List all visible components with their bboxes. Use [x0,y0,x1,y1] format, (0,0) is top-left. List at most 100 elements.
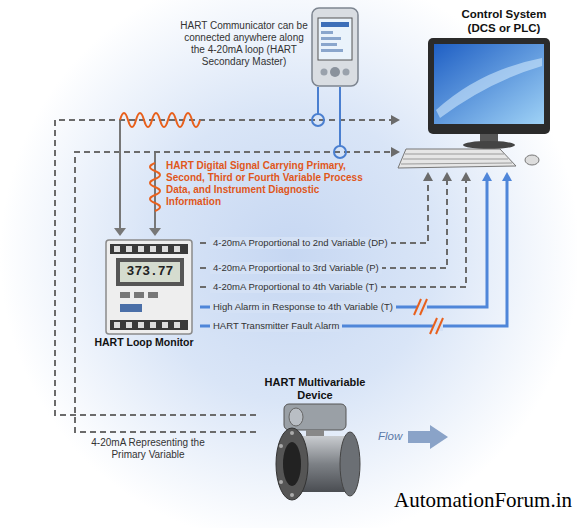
loop-monitor-illustration-part [138,322,144,328]
flow-arrow [408,425,448,449]
flow-label: Flow [378,430,408,444]
flowmeter-illustration-part [279,444,283,448]
node-label: HART Communicator can be connected anywh… [178,20,310,68]
loop-monitor-illustration [106,240,192,334]
signal-label: High Alarm in Response to 4th Variable (… [210,301,396,312]
computer-illustration [398,38,550,168]
signal-connector [55,115,400,415]
flowmeter-illustration [276,404,360,500]
signal-label: HART Transmitter Fault Alarm [210,320,342,331]
loop-monitor-illustration-part [110,244,188,254]
loop-monitor-illustration-part [150,322,156,328]
flowmeter-illustration-part [340,432,360,496]
connector-line [200,181,507,326]
connector-line [200,181,466,287]
flowmeter-illustration-part [290,431,294,435]
communicator-tap-part [339,87,341,146]
control-system: Control System (DCS or PLC) [400,4,560,172]
arrow-head [461,172,471,181]
signal-note: HART Digital Signal Carrying Primary, Se… [166,160,366,208]
flowmeter-illustration-part [284,404,346,430]
computer-illustration-part [434,44,544,124]
arrow-head [391,115,400,125]
pda-illustration-part [343,69,350,76]
signal-label: 4-20mA Proportional to 3rd Variable (P) [210,262,382,273]
pda-illustration-part [321,37,341,40]
connector-line [75,152,391,432]
break-slash-part [436,318,443,334]
loop-monitor-illustration-part [120,292,130,298]
break-slash-part [420,299,427,315]
multivariable-device: HART Multivariable Device [256,374,374,500]
pda-illustration-part [321,49,343,52]
loop-monitor-illustration-part [174,246,180,252]
pda-illustration-part [321,31,333,34]
flowmeter-illustration-part [283,442,301,486]
loop-monitor-illustration-part [116,258,184,286]
signal-connector [75,147,400,432]
arrow-head [391,147,400,157]
pda-illustration-part [321,22,349,27]
signal-connector [200,172,512,326]
flowmeter-illustration-part [276,428,308,500]
pda-illustration [312,8,358,86]
communicator-tap-part [317,87,319,114]
arrow-head [482,172,492,181]
watermark: AutomationForum.in [362,488,572,513]
loop-monitor: HART Loop Monitor [88,236,200,354]
pda-illustration-part [330,67,340,77]
tap-arrow [114,121,161,236]
break-slash-part [430,318,437,334]
arrow-head [502,172,512,181]
hart-wave [150,163,160,211]
computer-illustration-part [405,154,504,155]
flowmeter-illustration-part [290,493,294,497]
arrow-head [442,172,452,181]
loop-monitor-illustration-part [114,322,120,328]
loop-monitor-illustration-part [162,322,168,328]
computer-illustration-part [436,58,542,118]
computer-illustration-part [463,141,515,149]
connector-line [55,120,391,415]
communicator-tap [312,87,346,158]
pda-illustration-part [321,69,328,76]
communicator-tap-part [334,146,346,158]
signal-label: 4-20mA Proportional to 4th Variable (T) [210,281,381,292]
loop-monitor-illustration-part [134,292,144,298]
tap-arrow-part [149,228,161,236]
node-label: Control System (DCS or PLC) [448,8,560,36]
computer-illustration-part [428,38,550,134]
flowmeter-illustration-part [279,480,283,484]
break-slash [414,299,443,334]
tap-arrow-part [114,228,126,236]
computer-illustration-part [401,163,512,164]
computer-illustration-part [398,149,516,168]
pda-illustration-part [318,18,352,60]
loop-label: 4-20mA Representing the Primary Variable [82,437,214,461]
loop-monitor-illustration-part [120,262,180,282]
display-reading: 373.77 [120,264,180,280]
signal-label: 4-20mA Proportional to 2nd Variable (DP) [210,237,391,248]
loop-monitor-illustration-part [120,304,142,312]
loop-monitor-illustration-part [114,246,120,252]
node-label: HART Loop Monitor [88,336,200,349]
loop-monitor-illustration-part [148,292,158,298]
flowmeter-illustration-part [289,408,303,426]
loop-monitor-illustration-part [174,322,180,328]
communicator-tap-part [312,114,324,126]
loop-monitor-illustration-part [126,322,132,328]
tap-arrow-part [119,121,121,228]
pda-illustration-part [312,8,358,86]
pda-illustration-part [321,43,337,46]
loop-monitor-illustration-part [150,246,156,252]
connector-line [200,181,487,307]
hart-wave [120,113,200,127]
computer-illustration-part [525,155,539,165]
loop-monitor-illustration-part [110,320,188,330]
hart-communicator: HART Communicator can be connected anywh… [176,6,362,88]
loop-monitor-illustration-part [162,246,168,252]
loop-monitor-illustration-part [106,240,192,334]
